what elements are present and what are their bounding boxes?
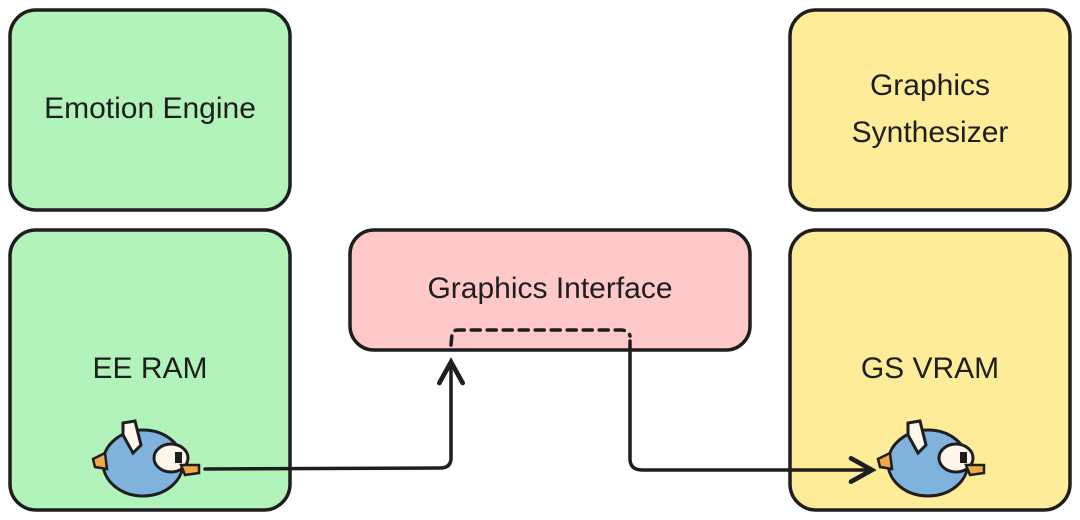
gs-vram-node: GS VRAM: [788, 228, 1072, 512]
emotion-engine-node: Emotion Engine: [8, 8, 292, 212]
graphics-interface-label: Graphics Interface: [427, 272, 672, 305]
dashed-path-through-gif: [449, 328, 632, 347]
graphics-interface-node: Graphics Interface: [348, 228, 752, 352]
graphics-synthesizer-label-line1: Graphics: [870, 69, 990, 102]
arrow-gif-to-gs-vram: [628, 339, 872, 470]
ee-ram-node: EE RAM: [8, 228, 292, 512]
graphics-synthesizer-node: Graphics Synthesizer: [788, 8, 1072, 212]
gs-vram-label: GS VRAM: [861, 352, 999, 385]
ee-ram-label: EE RAM: [92, 352, 207, 385]
graphics-synthesizer-label-line2: Synthesizer: [852, 116, 1009, 149]
emotion-engine-label: Emotion Engine: [44, 92, 256, 125]
arrow-ee-ram-to-gif: [203, 362, 451, 471]
